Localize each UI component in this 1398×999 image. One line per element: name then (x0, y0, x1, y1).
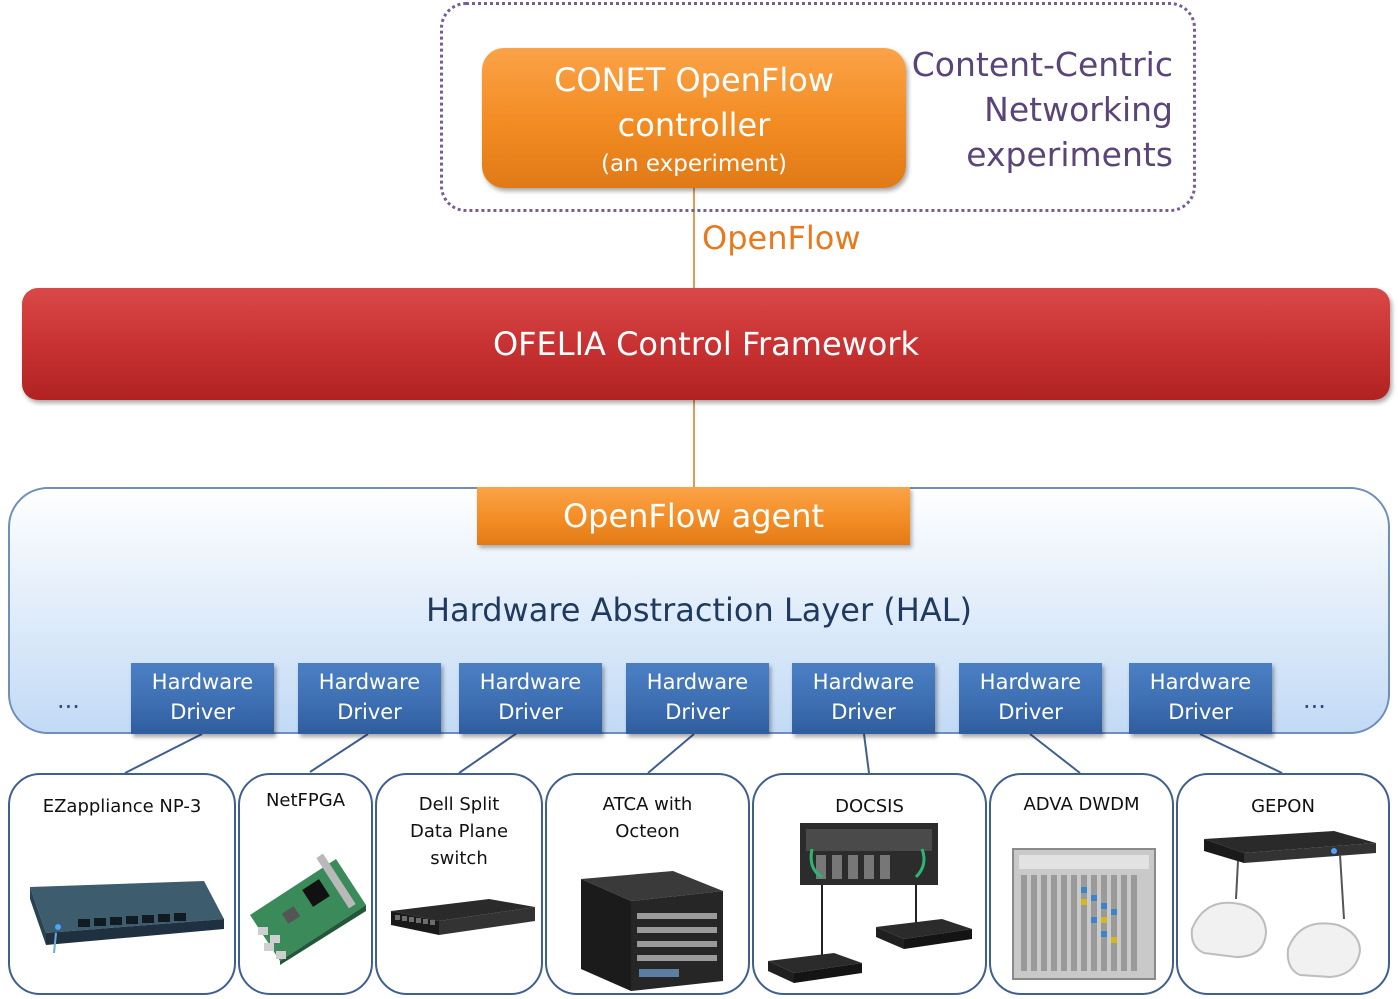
driver-link-5 (863, 733, 870, 774)
hardware-driver-2: Hardware Driver (298, 663, 441, 734)
experiment-area-boundary (440, 2, 1196, 212)
pci-card-icon (250, 853, 366, 965)
hardware-driver-7: Hardware Driver (1129, 663, 1272, 734)
experiment-area-label: Content-Centric Networking experiments (905, 42, 1173, 177)
device-label-line: EZappliance NP-3 (42, 796, 202, 817)
conet-controller-box: CONET OpenFlow controller (an experiment… (482, 48, 906, 188)
dwdm-rack-icon (1012, 848, 1156, 980)
experiment-label-line-3: experiments (966, 135, 1173, 174)
openflow-agent-box: OpenFlow agent (477, 487, 910, 545)
driver-label-line-2: Driver (498, 700, 563, 724)
driver-link-4 (647, 733, 695, 774)
driver-label-line-2: Driver (998, 700, 1063, 724)
device-label: ADVA DWDM (991, 791, 1172, 818)
ofelia-control-framework-bar: OFELIA Control Framework (22, 288, 1390, 400)
hal-ellipsis-right: ... (1303, 686, 1326, 714)
device-atca-octeon: ATCA with Octeon (545, 773, 750, 995)
device-label-line: Data Plane (409, 821, 509, 842)
device-dell-split: Dell Split Data Plane switch (375, 773, 543, 995)
driver-label-line-1: Hardware (646, 670, 749, 694)
pon-olt-icon (1190, 831, 1376, 979)
hardware-driver-3: Hardware Driver (459, 663, 602, 734)
driver-label-line-1: Hardware (318, 670, 421, 694)
controller-title-line-1: CONET OpenFlow (554, 61, 834, 99)
controller-title-line-2: controller (617, 106, 771, 144)
atca-chassis-icon (581, 871, 723, 991)
device-label: Dell Split Data Plane switch (377, 791, 541, 872)
device-ezappliance: EZappliance NP-3 (8, 773, 236, 995)
device-label: ATCA with Octeon (547, 791, 748, 845)
device-label: EZappliance NP-3 (10, 793, 234, 820)
experiment-label-line-1: Content-Centric (911, 45, 1173, 84)
device-gepon: GEPON (1176, 773, 1390, 995)
device-adva-dwdm: ADVA DWDM (989, 773, 1174, 995)
device-label-line: Dell Split (418, 794, 500, 815)
device-label-line: GEPON (1251, 796, 1315, 817)
driver-label-line-1: Hardware (979, 670, 1082, 694)
device-label: DOCSIS (754, 793, 985, 820)
hardware-driver-1: Hardware Driver (131, 663, 274, 734)
driver-link-1 (124, 733, 203, 774)
driver-link-2 (309, 733, 369, 773)
driver-label-line-2: Driver (665, 700, 730, 724)
hardware-driver-4: Hardware Driver (626, 663, 769, 734)
device-label: NetFPGA (240, 787, 371, 814)
device-docsis: DOCSIS (752, 773, 987, 995)
driver-label-line-2: Driver (1168, 700, 1233, 724)
device-label-line: DOCSIS (835, 796, 904, 817)
network-appliance-icon (30, 881, 224, 954)
driver-label-line-2: Driver (337, 700, 402, 724)
driver-label-line-1: Hardware (812, 670, 915, 694)
device-label-line: ATCA with (602, 794, 693, 815)
device-label-line: NetFPGA (265, 790, 346, 811)
device-netfpga: NetFPGA (238, 773, 373, 995)
hardware-driver-6: Hardware Driver (959, 663, 1102, 734)
controller-subtitle: (an experiment) (600, 151, 788, 177)
driver-link-7 (1199, 733, 1283, 774)
ethernet-switch-icon (391, 899, 535, 935)
experiment-label-line-2: Networking (984, 90, 1173, 129)
cable-modem-icon (768, 823, 972, 983)
device-label: GEPON (1178, 793, 1388, 820)
driver-label-line-1: Hardware (479, 670, 582, 694)
device-label-line: ADVA DWDM (1023, 794, 1140, 815)
driver-label-line-2: Driver (831, 700, 896, 724)
openflow-link-label: OpenFlow (702, 219, 861, 257)
hal-title: Hardware Abstraction Layer (HAL) (425, 591, 973, 629)
driver-link-6 (1029, 733, 1081, 774)
device-label-line: Octeon (615, 821, 680, 842)
driver-label-line-1: Hardware (1149, 670, 1252, 694)
hardware-driver-5: Hardware Driver (792, 663, 935, 734)
driver-label-line-2: Driver (170, 700, 235, 724)
hal-ellipsis-left: ... (57, 686, 80, 714)
device-label-line: switch (430, 848, 488, 869)
driver-label-line-1: Hardware (151, 670, 254, 694)
